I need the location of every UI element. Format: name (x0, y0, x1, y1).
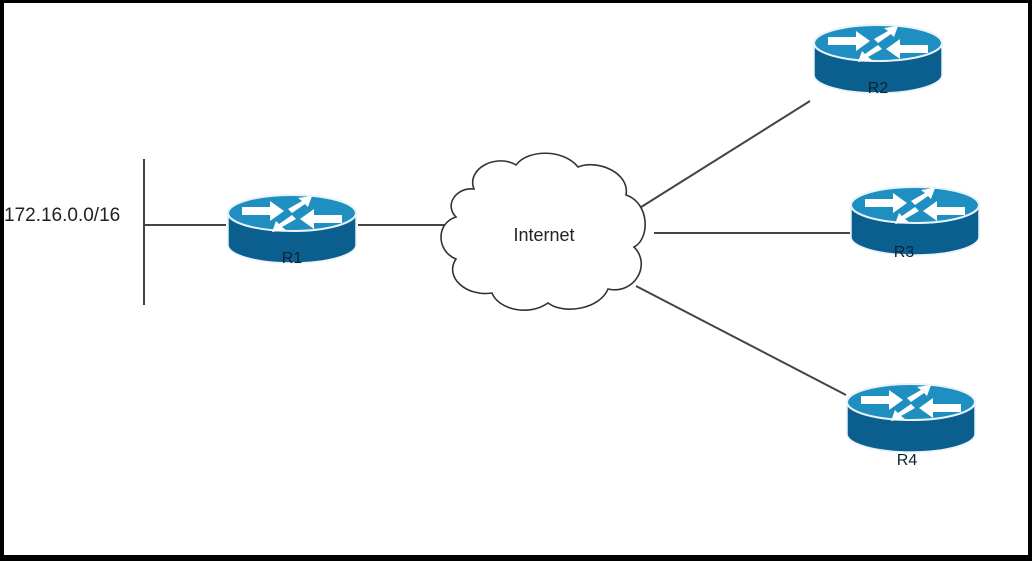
internet-label: Internet (513, 225, 574, 245)
router-r2-label: R2 (868, 80, 889, 97)
network-diagram: 172.16.0.0/16 Internet R1 R2 R3 R4 (4, 3, 1028, 555)
internet-to-r2-link (637, 100, 811, 210)
router-r3-label: R3 (894, 244, 915, 261)
router-r1-label: R1 (282, 250, 303, 267)
internet-cloud-icon (440, 152, 646, 311)
subnet-label: 172.16.0.0/16 (4, 205, 120, 226)
router-r4-label: R4 (897, 452, 918, 469)
internet-to-r4-link (635, 285, 847, 396)
router-r4 (846, 383, 976, 453)
router-r3 (850, 186, 980, 256)
